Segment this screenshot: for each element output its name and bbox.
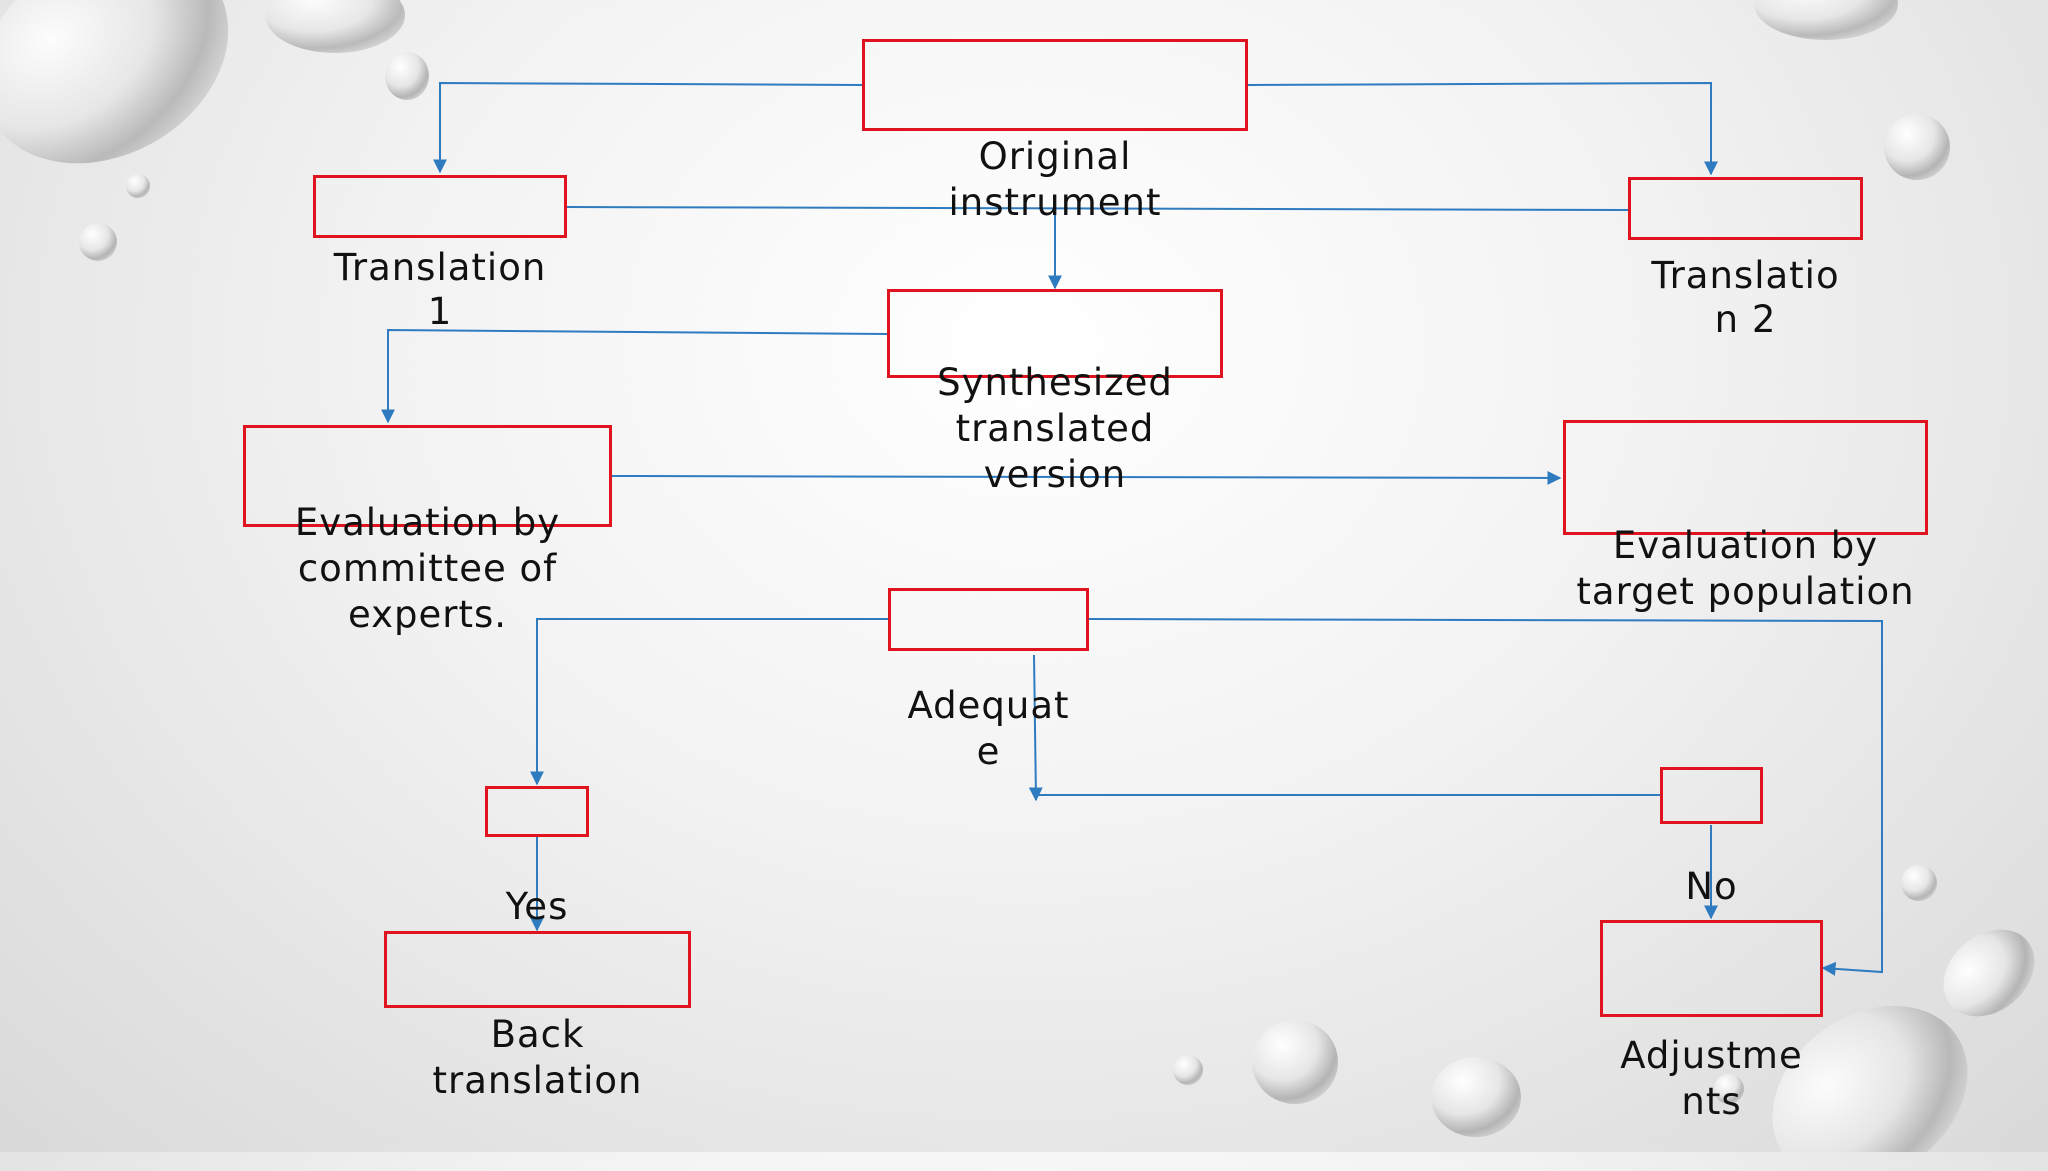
connectors	[381, 81, 1883, 976]
node-synthesized-label: Synthesized translated version	[937, 361, 1173, 496]
water-droplet	[1901, 865, 1937, 901]
node-no-label: No	[1685, 865, 1738, 908]
node-adjustments: Adjustme nts	[1600, 920, 1823, 1123]
arrow-original-to-translation1	[433, 81, 863, 174]
node-translation-2-label: Translatio n 2	[1651, 254, 1840, 341]
water-droplet	[1772, 1005, 1968, 1152]
water-droplet	[126, 174, 150, 198]
arrow-adequate-to-yes	[530, 618, 888, 786]
water-droplet	[0, 0, 229, 164]
node-adequate-label: Adequat e	[907, 684, 1070, 773]
arrow-adequate-to-adjustments	[1088, 618, 1883, 976]
node-evaluation-experts-label: Evaluation by committee of experts.	[294, 501, 561, 636]
arrow-synthesized-to-evaluation-experts	[381, 328, 888, 424]
node-evaluation-population-label: Evaluation by target population	[1576, 524, 1915, 613]
node-evaluation-by-experts: Evaluation by committee of experts.	[243, 425, 612, 636]
water-droplet	[1431, 1057, 1521, 1137]
node-translation-2: Translatio n 2	[1628, 177, 1863, 341]
line-translation1-to-translation2	[566, 206, 1629, 211]
node-evaluation-by-target-population: Evaluation by target population	[1563, 420, 1928, 613]
water-droplet	[79, 223, 117, 261]
water-droplet	[1252, 1020, 1338, 1104]
node-adequate: Adequat e	[888, 588, 1089, 773]
arrow-experts-to-target-population	[611, 470, 1562, 485]
node-no: No	[1660, 767, 1763, 908]
node-original-instrument-label: Original instrument	[948, 135, 1162, 224]
node-yes: Yes	[485, 786, 589, 928]
node-synthesized-translated-version: Synthesized translated version	[887, 289, 1223, 496]
node-back-translation: Back translation	[384, 931, 691, 1102]
water-droplet	[385, 52, 429, 100]
node-translation-1-label: Translation 1	[333, 246, 547, 333]
node-translation-1: Translation 1	[313, 175, 567, 333]
node-original-instrument: Original instrument	[862, 39, 1248, 224]
node-adjustments-label: Adjustme nts	[1620, 1034, 1803, 1123]
water-droplet	[1173, 1055, 1203, 1085]
water-droplet	[265, 0, 405, 53]
water-droplet	[1943, 929, 2035, 1017]
arrow-adequate-to-no-loop	[1028, 654, 1043, 802]
water-droplet	[1754, 0, 1898, 40]
node-back-translation-label: Back translation	[432, 1013, 643, 1102]
water-droplet	[1884, 114, 1950, 180]
water-droplet	[1714, 1074, 1744, 1104]
arrow-original-to-translation2	[1247, 81, 1718, 176]
node-yes-label: Yes	[505, 885, 569, 928]
